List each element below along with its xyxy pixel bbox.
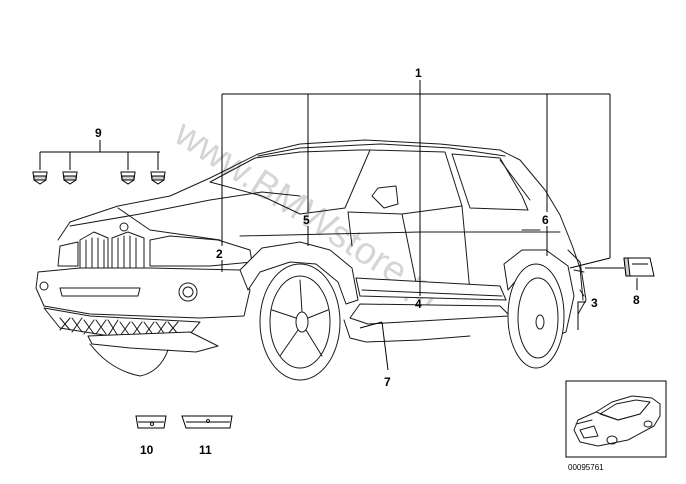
callout-4: 4	[415, 297, 422, 311]
callout-9: 9	[95, 126, 102, 140]
trim-piece-part-11	[181, 415, 233, 429]
callout-3: 3	[591, 296, 598, 310]
inset-thumbnail: 00095761	[565, 380, 667, 472]
callouts: 1 2 3 4 5 6 7 8 9 10 11	[95, 66, 640, 457]
vehicle-drawing	[35, 139, 587, 381]
callout-8: 8	[633, 293, 640, 307]
callout-2: 2	[216, 247, 223, 261]
callout-1: 1	[415, 66, 422, 80]
trim-piece-part-10	[135, 415, 167, 429]
callout-7: 7	[384, 375, 391, 389]
clips-part-9	[32, 171, 166, 185]
callout-6: 6	[542, 213, 549, 227]
callout-11: 11	[199, 443, 212, 457]
leader-lines	[39, 80, 638, 371]
trim-piece-part-8	[623, 257, 655, 277]
callout-5: 5	[303, 213, 310, 227]
sedan-thumbnail-icon	[573, 395, 661, 447]
callout-10: 10	[140, 443, 154, 457]
reference-code: 00095761	[568, 463, 604, 472]
